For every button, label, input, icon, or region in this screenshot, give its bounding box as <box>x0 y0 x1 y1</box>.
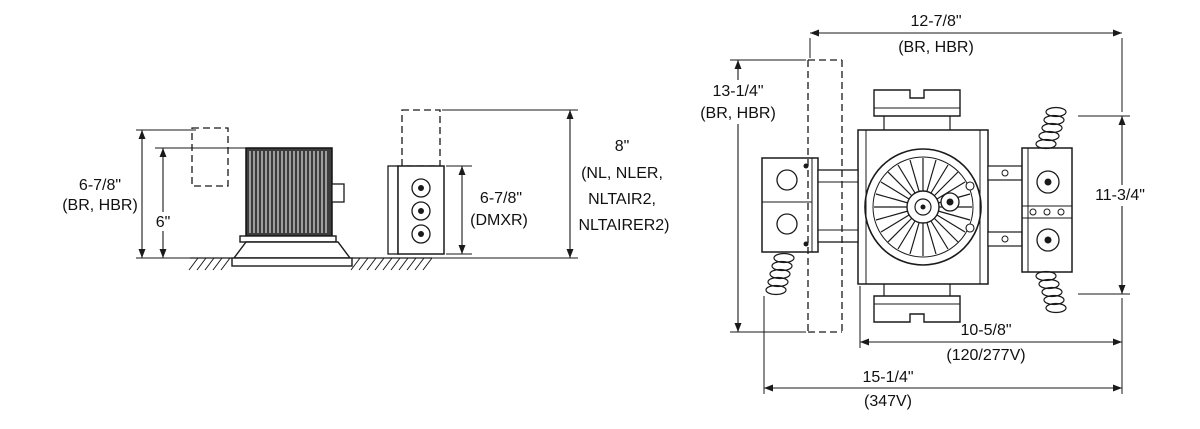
dim-width-br: 12-7/8" (BR, HBR) <box>809 13 1123 112</box>
dim-bar-length: 13-1/4" (BR, HBR) <box>700 59 806 333</box>
dim-label: 11-3/4" <box>1095 187 1145 204</box>
knockout <box>411 224 431 244</box>
dim-model-note: (120/277V) <box>946 347 1025 364</box>
dim-model-note-1: (NL, NLER, <box>581 165 663 182</box>
trim-cone <box>231 235 353 267</box>
side-view: 6-7/8" (BR, HBR) 6" 6-7/8" (DMXR) <box>62 109 670 271</box>
mounting-bracket-top <box>873 89 961 130</box>
heatsink-clip <box>331 183 345 203</box>
ceiling-hatch-left <box>188 257 232 271</box>
flex-conduit-left-bottom <box>765 252 795 296</box>
dim-label: 8" <box>615 138 630 155</box>
junction-box-bracket <box>387 165 399 255</box>
dim-width-347: 15-1/4" (347V) <box>763 296 1123 410</box>
led-module-top-view <box>864 148 982 266</box>
ceiling-hatch-right <box>350 257 433 271</box>
dim-label: 6-7/8" <box>79 177 121 194</box>
dim-label: 6-7/8" <box>480 190 522 207</box>
top-view: 12-7/8" (BR, HBR) 13-1/4" (BR, HBR) 11-3… <box>700 13 1154 410</box>
junction-box-dashed-extension <box>401 109 441 167</box>
mounting-plate-left <box>817 169 859 243</box>
heatsink <box>245 147 345 237</box>
dim-model-note: (BR, HBR) <box>898 39 974 56</box>
dim-model-note: (BR, HBR) <box>700 105 776 122</box>
knockout <box>776 169 798 191</box>
junction-box-left <box>761 157 859 253</box>
dim-model-note-3: NLTAIRER2) <box>579 217 670 234</box>
dim-depth: 11-3/4" <box>1078 115 1154 295</box>
junction-box-right <box>987 147 1073 273</box>
flex-conduit-right-top <box>1035 106 1067 150</box>
dim-label: 10-5/8" <box>960 322 1011 339</box>
knockout <box>776 213 798 235</box>
dim-label: 15-1/4" <box>862 369 913 386</box>
heatsink-fins <box>249 151 327 233</box>
dim-label: 12-7/8" <box>910 13 961 30</box>
knockout <box>411 201 431 221</box>
dim-model-note: (DMXR) <box>470 212 528 229</box>
mounting-bracket-bottom <box>873 284 961 323</box>
dim-height-housing: 6" <box>150 147 246 258</box>
knockout <box>411 178 431 198</box>
junction-box-side-view <box>387 109 445 255</box>
hanger-bar-dashed <box>807 59 843 333</box>
dim-label: 6" <box>156 214 171 231</box>
hanger-bracket-dashed <box>191 127 229 187</box>
dim-height-remote: 8" (NL, NLER, NLTAIR2, NLTAIRER2) <box>432 109 670 259</box>
flex-conduit-right-bottom <box>1035 270 1067 314</box>
trim-flange <box>231 257 353 267</box>
dim-model-note-2: NLTAIR2, <box>588 191 656 208</box>
dim-height-dmxr: 6-7/8" (DMXR) <box>446 165 528 255</box>
dim-height-br: 6-7/8" (BR, HBR) <box>62 129 196 259</box>
dim-width-120-277: 10-5/8" (120/277V) <box>859 286 1122 364</box>
dim-model-note: (BR, HBR) <box>62 197 138 214</box>
dim-label: 13-1/4" <box>712 83 763 100</box>
dim-model-note: (347V) <box>864 393 912 410</box>
